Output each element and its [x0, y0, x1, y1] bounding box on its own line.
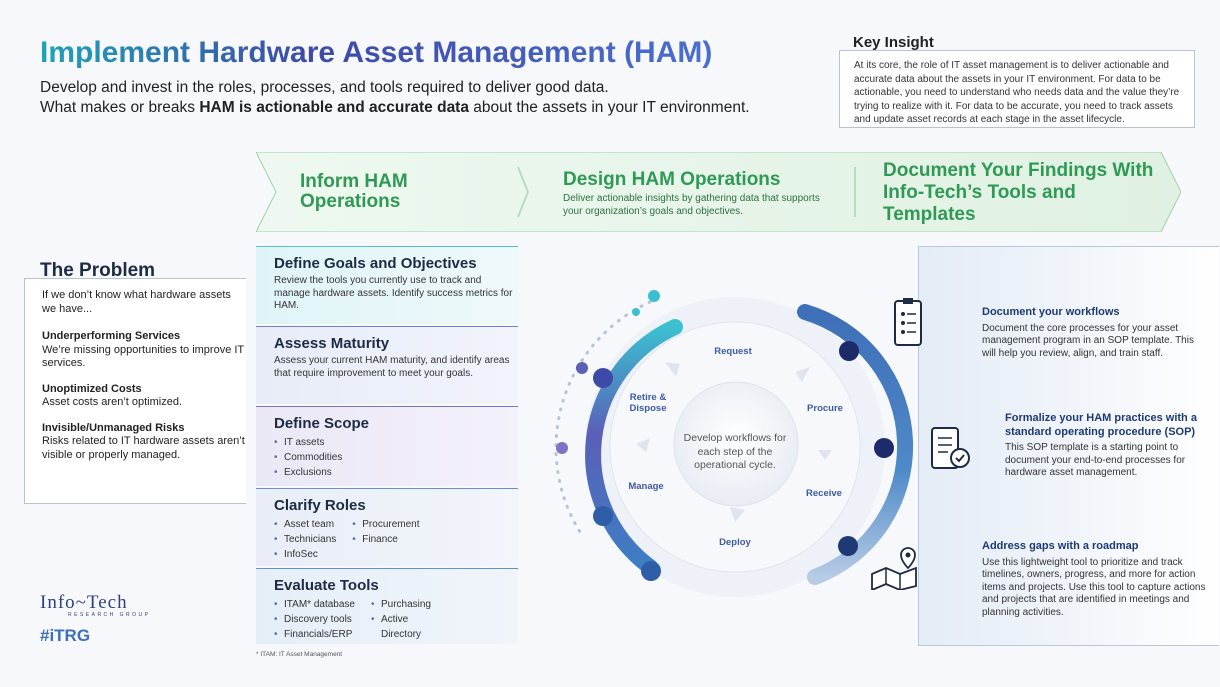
list-item: IT assets	[274, 435, 518, 450]
key-insight-box: At its core, the role of IT asset manage…	[839, 50, 1195, 128]
cycle-center-text: Develop workflows for each step of the o…	[683, 432, 787, 471]
deliverable-roadmap: Address gaps with a roadmap Use this lig…	[982, 540, 1207, 619]
problem-heading: The Problem	[40, 260, 156, 281]
step-define-scope: Define Scope IT assets Commodities Exclu…	[256, 406, 518, 486]
deliverable-text: This SOP template is a starting point to…	[1005, 442, 1186, 478]
banner-arrow-shape	[256, 152, 1181, 232]
list-item: Commodities	[274, 450, 518, 465]
footnote: * ITAM: IT Asset Management	[256, 651, 343, 658]
cycle-stage-deploy: Deploy	[719, 537, 751, 548]
cycle-stage-request: Request	[714, 346, 752, 357]
list-item: InfoSec	[274, 547, 336, 562]
cycle-node	[838, 536, 858, 556]
map-pin-icon	[871, 547, 917, 590]
infotech-logo: Info~Tech	[40, 592, 128, 613]
infotech-logo-sub: RESEARCH GROUP	[68, 612, 151, 618]
deliverable-heading: Document your workflows	[982, 306, 1120, 318]
deliverable-text: Document the core processes for your ass…	[982, 322, 1194, 359]
banner-document: Document Your Findings With Info-Tech’s …	[883, 160, 1154, 225]
subtitle-line-1: Develop and invest in the roles, process…	[40, 79, 609, 96]
cycle-node	[874, 438, 894, 458]
page-subtitle: Develop and invest in the roles, process…	[40, 78, 800, 118]
deliverable-heading: Formalize your HAM practices with a stan…	[1005, 412, 1197, 438]
list-item: Technicians	[274, 532, 336, 547]
cycle-node	[839, 341, 859, 361]
cycle-arc-left	[585, 319, 683, 575]
key-insight-heading: Key Insight	[853, 34, 934, 51]
step-heading: Clarify Roles	[274, 497, 366, 514]
list-item: Financials/ERP	[274, 627, 355, 642]
deliverable-text: Use this lightweight tool to prioritize …	[982, 556, 1206, 618]
step-define-goals: Define Goals and Objectives Review the t…	[256, 246, 518, 324]
step-heading: Define Goals and Objectives	[274, 255, 477, 272]
cycle-stage-receive: Receive	[806, 488, 842, 499]
list-item: Finance	[352, 532, 419, 547]
phase-banner	[256, 152, 1181, 232]
page-title: Implement Hardware Asset Management (HAM…	[40, 36, 713, 69]
list-item: Exclusions	[274, 465, 518, 480]
step-desc: Assess your current HAM maturity, and id…	[274, 355, 510, 379]
problem-item-heading: Underperforming Services	[42, 330, 181, 342]
cycle-node	[593, 506, 613, 526]
step-clarify-roles: Clarify Roles Asset team Technicians Inf…	[256, 488, 518, 566]
cycle-arc-right	[797, 304, 914, 585]
subtitle-line-2: What makes or breaks HAM is actionable a…	[40, 99, 750, 116]
list-item: Purchasing	[371, 597, 431, 612]
cycle-node	[593, 368, 613, 388]
problem-item-text: Asset costs aren’t optimized.	[42, 396, 183, 408]
list-item: Discovery tools	[274, 612, 355, 627]
step-assess-maturity: Assess Maturity Assess your current HAM …	[256, 326, 518, 404]
step-heading: Define Scope	[274, 415, 370, 432]
banner-inform: Inform HAM Operations	[300, 171, 408, 212]
problem-item-heading: Unoptimized Costs	[42, 382, 142, 395]
cycle-stage-retire: Retire & Dispose	[629, 392, 667, 414]
list-item: ITAM* database	[274, 597, 355, 612]
problem-item-text: We’re missing opportunities to improve I…	[42, 343, 244, 370]
step-heading: Evaluate Tools	[274, 577, 379, 594]
deliverables-panel	[918, 246, 1219, 646]
cycle-stage-manage: Manage	[628, 481, 664, 492]
list-item: Procurement	[352, 517, 419, 532]
banner-design: Design HAM Operations	[563, 169, 781, 190]
clipboard-icon	[894, 298, 922, 346]
list-item: Asset team	[274, 517, 336, 532]
banner-design-desc: Deliver actionable insights by gathering…	[563, 193, 820, 217]
list-item: Active Directory	[371, 612, 431, 642]
deliverable-workflows: Document your workflows Document the cor…	[982, 306, 1202, 360]
problem-item-text: Risks related to IT hardware assets aren…	[42, 435, 245, 461]
itrg-logo: #iTRG	[40, 626, 91, 645]
deliverable-sop: Formalize your HAM practices with a stan…	[1005, 412, 1205, 480]
problem-box: If we don’t know what hardware assets we…	[24, 278, 246, 504]
problem-item-heading: Invisible/Unmanaged Risks	[42, 421, 185, 434]
step-desc: Review the tools you currently use to tr…	[274, 275, 513, 311]
cycle-center	[673, 381, 799, 507]
problem-intro: If we don’t know what hardware assets we…	[42, 289, 231, 315]
checklist-icon	[931, 427, 970, 469]
cycle-node	[641, 561, 661, 581]
step-heading: Assess Maturity	[274, 335, 390, 352]
operational-cycle-diagram	[554, 290, 914, 597]
step-evaluate-tools: Evaluate Tools ITAM* database Discovery …	[256, 568, 518, 644]
deliverable-heading: Address gaps with a roadmap	[982, 540, 1139, 552]
cycle-stage-procure: Procure	[807, 403, 843, 414]
